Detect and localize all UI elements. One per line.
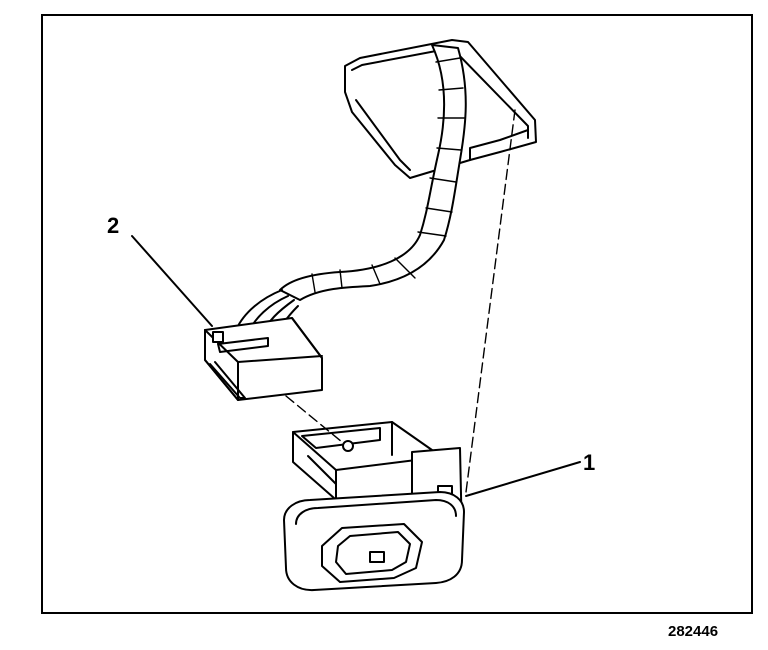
- callout-2-leader: [131, 235, 213, 327]
- callout-1-leader: [465, 461, 581, 497]
- alignment-lines: [285, 109, 516, 493]
- harness-connector: [204, 317, 323, 401]
- switch-socket: [292, 421, 433, 506]
- figure-id: 282446: [668, 623, 718, 640]
- figure-border: [41, 14, 753, 614]
- callout-2-label: 2: [107, 213, 119, 238]
- switch-assembly: [283, 447, 465, 592]
- callout-1-label: 1: [583, 450, 595, 475]
